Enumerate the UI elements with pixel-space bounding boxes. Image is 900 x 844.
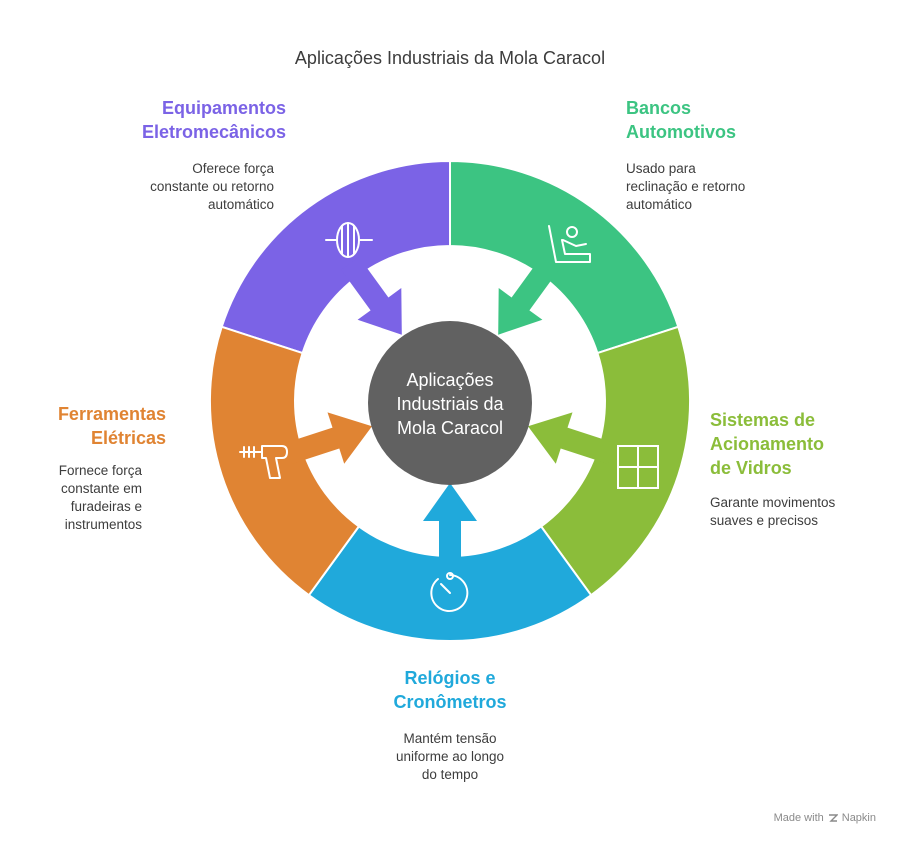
arrow-bancos <box>498 257 559 335</box>
arrow-eletromecanicos <box>341 257 402 335</box>
center-hub <box>368 321 532 485</box>
napkin-logo-icon <box>828 814 838 822</box>
footer-credit: Made with Napkin <box>774 812 876 824</box>
label-bancos: Bancos Automotivos <box>626 98 736 142</box>
footer-prefix: Made with <box>773 812 824 824</box>
arrow-vidros <box>528 412 616 464</box>
car-seat-icon <box>548 225 591 263</box>
center-text-line: Industriais da <box>396 394 504 414</box>
page-title: Aplicações Industriais da Mola Caracol <box>294 48 606 68</box>
stopwatch-icon <box>430 572 469 612</box>
ring-segment-vidros <box>539 325 692 597</box>
label-relogios: Relógios e Cronômetros <box>393 668 507 712</box>
center-text-line: Mola Caracol <box>397 418 503 438</box>
desc-ferramentas: Fornece força constante em furadeiras e … <box>58 463 142 532</box>
arrow-ferramentas <box>284 412 372 464</box>
desc-bancos: Usado para reclinação e retorno automáti… <box>626 161 746 212</box>
ring-segment-ferramentas <box>208 325 361 597</box>
gear-shaft-icon <box>325 222 373 258</box>
desc-eletromecanicos: Oferece força constante ou retorno autom… <box>150 161 274 212</box>
ring-segment-relogios <box>307 525 593 643</box>
footer-brand: Napkin <box>841 812 876 824</box>
ring-segment-eletromecanicos <box>220 159 451 355</box>
label-eletromecanicos: Equipamentos Eletromecânicos <box>141 98 286 142</box>
center-text-line: Aplicações <box>406 370 493 390</box>
drill-icon <box>239 445 288 479</box>
label-ferramentas: Ferramentas Elétricas <box>57 404 166 448</box>
ring-segment-bancos <box>449 159 680 355</box>
desc-vidros: Garante movimentos suaves e precisos <box>710 495 836 528</box>
window-icon <box>617 445 659 489</box>
desc-relogios: Mantém tensão uniforme ao longo do tempo <box>395 731 505 782</box>
label-vidros: Sistemas de Acionamento de Vidros <box>710 410 825 478</box>
arrow-relogios <box>423 483 477 571</box>
